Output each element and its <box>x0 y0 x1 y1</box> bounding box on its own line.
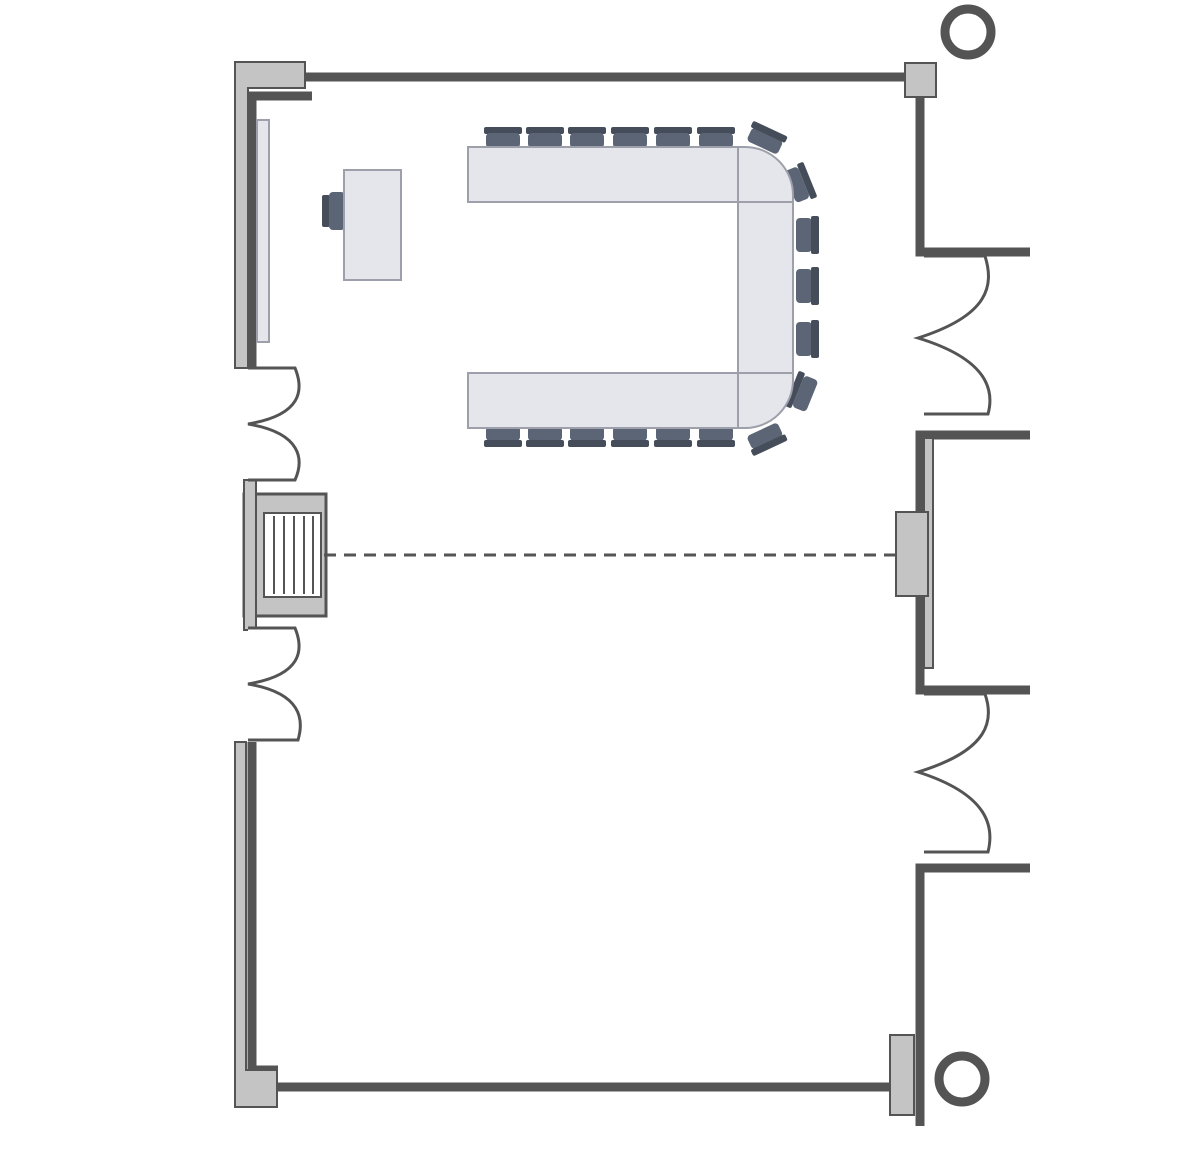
top-right-circle-marker <box>940 4 996 60</box>
presenter-table <box>343 169 402 281</box>
doors <box>247 254 992 854</box>
wall-columns <box>234 61 937 1116</box>
left-upper-column <box>234 61 306 369</box>
chair <box>654 127 692 148</box>
chair <box>484 426 522 447</box>
partition-stack <box>242 479 328 631</box>
left-wall-upper-inner <box>247 91 312 368</box>
chair <box>697 426 735 447</box>
chair <box>611 426 649 447</box>
chair <box>654 426 692 447</box>
partition-pocket <box>895 511 929 597</box>
right-upper-door <box>912 254 992 416</box>
projection-screen <box>256 119 270 343</box>
partition-track-cap <box>243 479 257 631</box>
table-top-straight <box>467 146 739 203</box>
left-wall-lower-inner <box>247 742 278 1075</box>
chair <box>568 426 606 447</box>
bottom-right-circle-marker <box>934 1051 990 1107</box>
chair <box>611 127 649 148</box>
chair <box>568 127 606 148</box>
right-wall-mid <box>915 430 1030 695</box>
chair <box>526 127 564 148</box>
chair <box>796 267 819 305</box>
table-top-corner <box>737 146 794 203</box>
chair <box>697 127 735 148</box>
chair <box>526 426 564 447</box>
chair <box>796 320 819 358</box>
left-upper-door <box>247 366 301 482</box>
chair <box>484 127 522 148</box>
left-lower-door <box>247 626 302 742</box>
table-bottom-corner <box>737 372 794 429</box>
left-lower-column <box>234 741 278 1108</box>
bottom-right-column <box>889 1034 915 1116</box>
u-shape-tables <box>467 146 794 429</box>
chairs-top-row <box>484 127 735 148</box>
chair <box>784 162 817 203</box>
partition-panel-lines <box>273 516 314 594</box>
top-right-column <box>904 62 937 98</box>
top-wall <box>306 72 1030 257</box>
chair <box>747 423 788 456</box>
chairs-bottom-row <box>484 426 735 447</box>
right-wall-low <box>915 863 1030 1126</box>
chair <box>796 216 819 254</box>
chair <box>747 121 788 154</box>
right-lower-door <box>912 692 992 854</box>
presenter-chair <box>322 192 345 230</box>
table-bottom-straight <box>467 372 739 429</box>
table-right-straight <box>737 201 794 374</box>
